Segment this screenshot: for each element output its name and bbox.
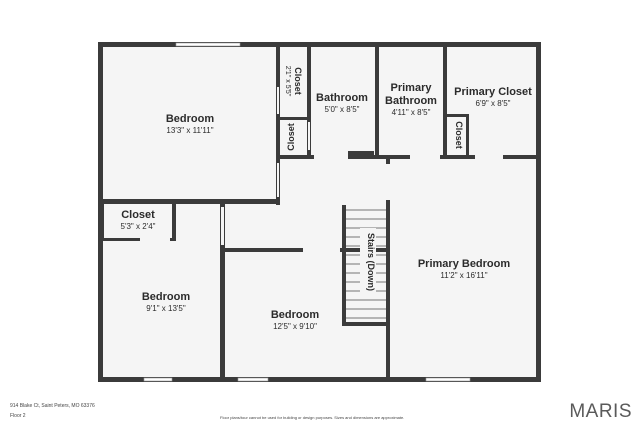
room-label-primary-bathroom-1: Primary bbox=[391, 82, 433, 94]
room-label-primary-bedroom: Primary Bedroom bbox=[418, 258, 511, 270]
property-address: 914 Blake Ct, Saint Peters, MO 63376 bbox=[10, 403, 95, 409]
room-label-closet-small-right: Closet bbox=[454, 121, 464, 149]
vent-grille bbox=[348, 151, 374, 156]
room-label-bathroom: Bathroom bbox=[316, 92, 368, 104]
room-label-closet-small-left: Closet bbox=[286, 123, 296, 151]
room-label-bedroom-center: Bedroom bbox=[271, 309, 320, 321]
door-openings bbox=[140, 87, 503, 252]
room-dims-primary-bathroom: 4'11" x 8'5" bbox=[392, 108, 431, 117]
windows bbox=[143, 42, 471, 382]
room-label-bedroom-nw: Bedroom bbox=[166, 113, 215, 125]
room-label-stairs: Stairs (Down) bbox=[366, 233, 376, 291]
room-label-primary-bathroom-2: Bathroom bbox=[385, 95, 437, 107]
stairs-label-bg bbox=[360, 228, 376, 298]
room-dims-bathroom: 5'0" x 8'5" bbox=[325, 105, 360, 114]
floor-label: Floor 2 bbox=[10, 413, 26, 419]
room-dims-closet-west: 5'3" x 2'4" bbox=[121, 222, 156, 231]
disclaimer-text: Floor plans/tour cannot be used for buil… bbox=[220, 415, 405, 420]
room-label-closet-top: Closet bbox=[293, 67, 303, 95]
room-dims-primary-bedroom: 11'2" x 16'11" bbox=[440, 271, 487, 280]
room-dims-bedroom-sw: 9'1" x 13'5" bbox=[146, 304, 186, 313]
room-label-closet-west: Closet bbox=[121, 209, 155, 221]
room-dims-primary-closet: 6'9" x 8'5" bbox=[476, 99, 511, 108]
room-dims-bedroom-nw: 13'3" x 11'11" bbox=[166, 126, 213, 135]
room-dims-bedroom-center: 12'5" x 9'10" bbox=[273, 322, 317, 331]
room-label-primary-closet: Primary Closet bbox=[454, 86, 532, 98]
room-dims-closet-top: 2'1" x 5'5" bbox=[284, 66, 291, 97]
room-label-bedroom-sw: Bedroom bbox=[142, 291, 191, 303]
maris-logo: MARIS bbox=[569, 401, 632, 422]
exterior-walls bbox=[98, 42, 541, 382]
